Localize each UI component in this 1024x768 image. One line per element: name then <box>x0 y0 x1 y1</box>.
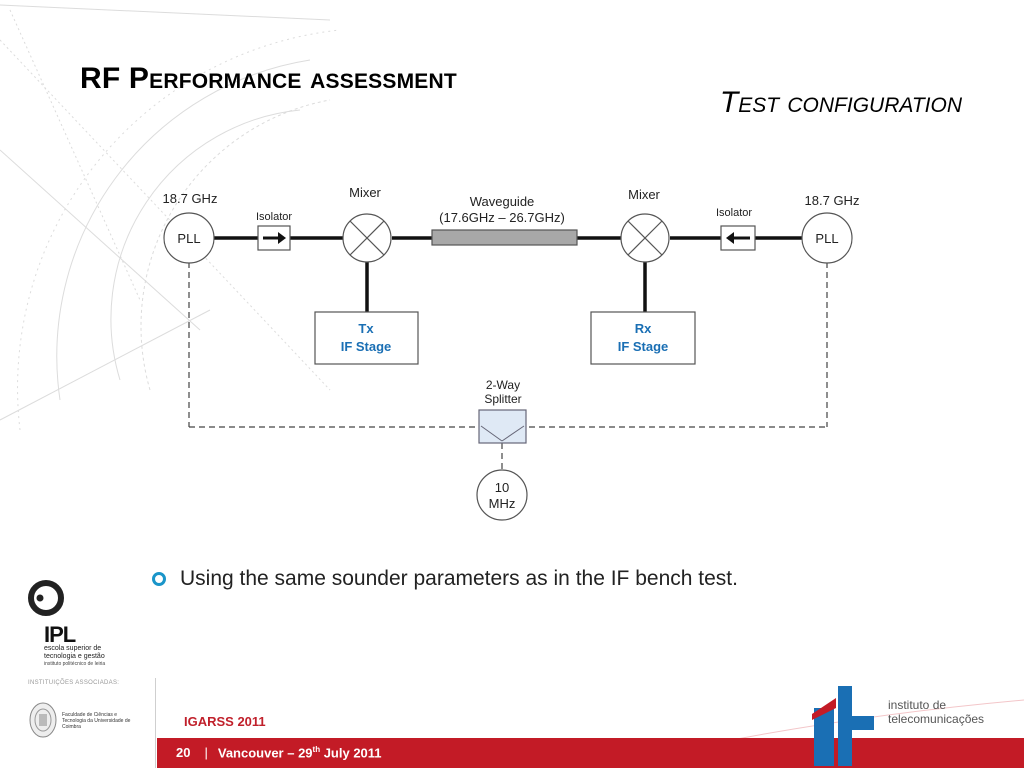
tx-if-stage-box <box>314 311 419 365</box>
rf-test-diagram: PLL 18.7 GHz Isolator Mixer Waveguide (1… <box>163 185 860 521</box>
footer-bar <box>157 738 1024 768</box>
bullet-icon <box>152 572 166 586</box>
university-seal-icon <box>29 702 57 738</box>
rx-if-stage-box <box>590 311 696 365</box>
waveguide-label: Waveguide <box>470 194 535 209</box>
tx-stage-label: Tx <box>358 321 374 336</box>
left-pll-circle <box>163 212 215 264</box>
ipl-school-name: escola superior de tecnologia e gestão <box>44 645 105 660</box>
ipl-institute-name: instituto politécnico de leiria <box>44 661 106 667</box>
footer-separator: | <box>204 745 208 761</box>
waveguide-bar <box>431 229 578 246</box>
waveguide-range: (17.6GHz – 26.7GHz) <box>439 210 565 225</box>
right-pll-label: PLL <box>815 231 838 246</box>
page-number: 20 <box>176 745 191 761</box>
reference-frequency-value: 10 <box>495 480 509 495</box>
left-pll-label: PLL <box>177 231 200 246</box>
event-name: IGARSS 2011 <box>184 714 266 729</box>
page-subtitle: Test configuration <box>719 86 962 119</box>
right-arrow-icon <box>263 232 286 244</box>
it-institute-name: instituto de telecomunicações <box>888 698 985 726</box>
mixer-cross-icon <box>627 220 663 256</box>
associated-institutions-label: INSTITUIÇÕES ASSOCIADAS: <box>28 680 120 686</box>
splitter-label: 2-Way <box>486 378 520 392</box>
right-pll-circle <box>801 212 853 264</box>
page-title: RF Performance assessment <box>80 62 457 95</box>
left-mixer-label: Mixer <box>349 185 381 200</box>
splitter-box <box>478 409 527 444</box>
mixer-cross-icon <box>349 220 385 256</box>
right-isolator-label: Isolator <box>716 207 752 219</box>
reference-frequency-unit: MHz <box>489 496 516 511</box>
reference-oscillator-circle <box>476 469 528 521</box>
left-pll-frequency: 18.7 GHz <box>163 191 218 206</box>
ipl-logo-text: IPL <box>44 622 76 647</box>
rx-stage-label: Rx <box>635 321 652 336</box>
rx-stage-sublabel: IF Stage <box>618 339 669 354</box>
footer-divider <box>155 678 156 768</box>
footer-content: 20 | Vancouver – 29th July 2011 <box>176 745 382 760</box>
tx-stage-sublabel: IF Stage <box>341 339 392 354</box>
bullet-text: Using the same sounder parameters as in … <box>180 567 738 590</box>
it-logo-icon <box>812 686 874 766</box>
footer-location: Vancouver – 29th July 2011 <box>217 745 382 761</box>
bullet-item: Using the same sounder parameters as in … <box>152 567 738 591</box>
right-pll-frequency: 18.7 GHz <box>805 193 860 208</box>
splitter-icon <box>480 425 525 442</box>
left-isolator-label: Isolator <box>256 211 292 223</box>
left-arrow-icon <box>726 232 750 244</box>
fctuc-name: Faculdade de Ciências e Tecnologia da Un… <box>62 712 131 730</box>
right-mixer-label: Mixer <box>628 187 660 202</box>
ipl-logo-icon <box>28 580 64 616</box>
splitter-sublabel: Splitter <box>484 392 521 406</box>
